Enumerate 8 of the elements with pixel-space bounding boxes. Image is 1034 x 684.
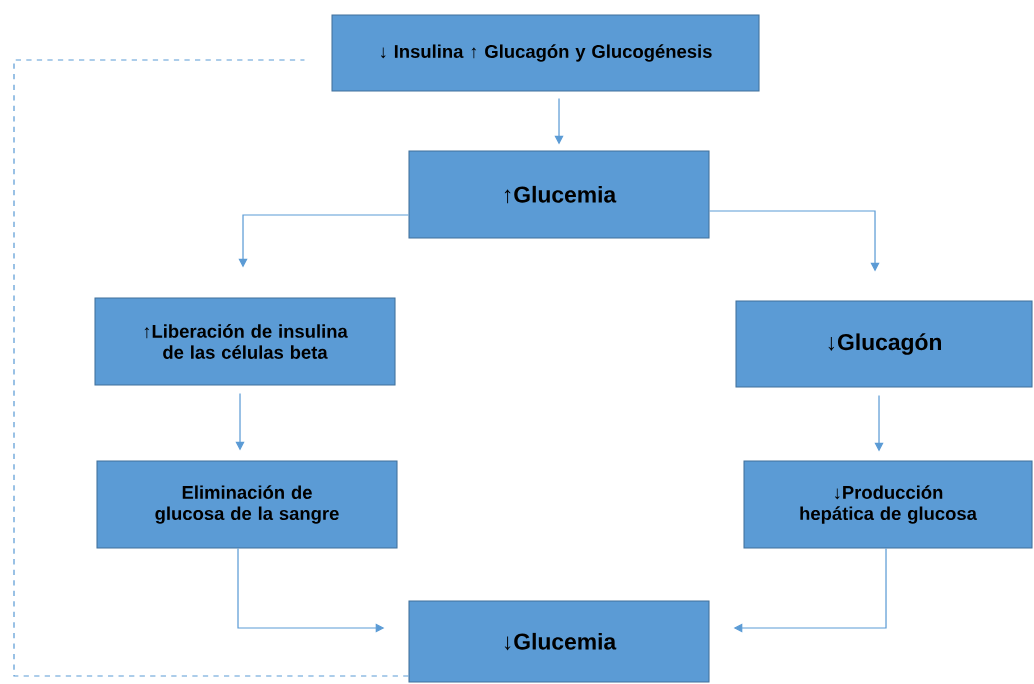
process-box: ↓Producción hepática de glucosa	[743, 460, 1033, 549]
process-box: ↓Glucagón	[735, 300, 1033, 388]
process-box: ↓ Insulina ↑ Glucagón y Glucogénesis	[331, 14, 760, 92]
dashed-line	[13, 59, 410, 677]
process-box: ↑Glucemia	[408, 150, 710, 239]
process-box: ↑Liberación de insulina de las células beta	[94, 297, 396, 386]
process-box: Eliminación de glucosa de la sangre	[96, 460, 398, 549]
process-box: ↓Glucemia	[408, 600, 710, 683]
